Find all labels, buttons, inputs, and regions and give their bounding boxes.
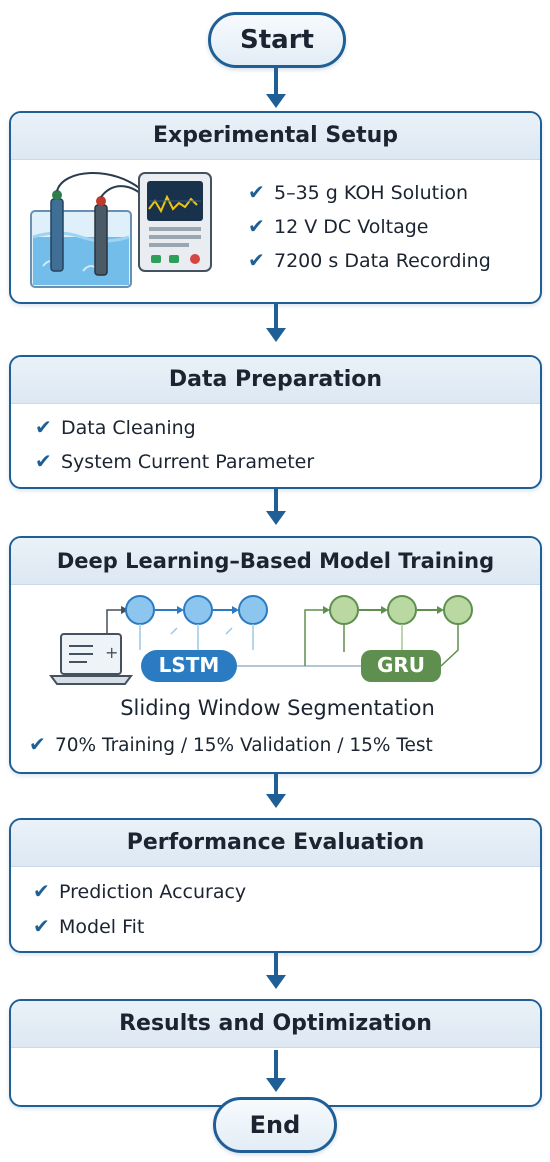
flow-arrowhead-3 [266, 511, 286, 525]
neuron-node-icon [238, 595, 268, 625]
check-icon: ✔ [35, 415, 52, 439]
neuron-node-icon [443, 595, 473, 625]
start-terminal: Start [208, 12, 346, 68]
experimental-setup-box: Experimental Setup [9, 111, 542, 304]
lstm-label: LSTM [159, 653, 220, 677]
flow-arrowhead-4 [266, 794, 286, 808]
end-terminal: End [213, 1097, 337, 1153]
eval-item-fit: ✔Model Fit [33, 914, 145, 938]
model-training-box: Deep Learning–Based Model Training + [9, 536, 542, 774]
setup-item-voltage: ✔12 V DC Voltage [248, 214, 429, 238]
lstm-nodes [125, 595, 268, 650]
experimental-setup-title: Experimental Setup [11, 113, 540, 160]
beaker-icon [30, 210, 132, 288]
flow-arrowhead-2 [266, 328, 286, 342]
flow-arrowhead-5 [266, 975, 286, 989]
data-preparation-title: Data Preparation [11, 357, 540, 404]
eval-item-accuracy: ✔Prediction Accuracy [33, 879, 247, 903]
check-icon: ✔ [29, 732, 46, 756]
model-training-title: Deep Learning–Based Model Training [11, 538, 540, 585]
flow-arrowhead-1 [266, 94, 286, 108]
flow-arrowhead-6 [266, 1078, 286, 1092]
data-preparation-box: Data Preparation ✔Data Cleaning ✔System … [9, 355, 542, 489]
gru-nodes [329, 595, 473, 667]
segmentation-label: Sliding Window Segmentation [120, 696, 435, 720]
svg-text:+: + [105, 643, 118, 662]
prep-item-current: ✔System Current Parameter [35, 449, 315, 473]
check-icon: ✔ [248, 180, 265, 204]
split-item: ✔70% Training / 15% Validation / 15% Tes… [29, 732, 433, 756]
prep-item-cleaning: ✔Data Cleaning [35, 415, 196, 439]
start-label: Start [240, 25, 314, 55]
flow-arrow-2 [274, 304, 278, 330]
electrolysis-setup-illustration [30, 172, 212, 288]
flow-arrow-3 [274, 489, 278, 513]
electrode-icon [50, 172, 149, 276]
check-icon: ✔ [33, 879, 50, 903]
network-diagram: + LSTM [49, 595, 473, 685]
gru-label: GRU [377, 653, 425, 677]
end-label: End [249, 1111, 301, 1139]
setup-item-koh: ✔5–35 g KOH Solution [248, 180, 469, 204]
check-icon: ✔ [248, 248, 265, 272]
flow-arrow-1 [274, 68, 278, 96]
neuron-node-icon [387, 595, 417, 625]
setup-item-recording: ✔7200 s Data Recording [248, 248, 491, 272]
oscilloscope-icon [138, 172, 212, 272]
flow-arrow-6 [274, 1050, 278, 1080]
check-icon: ✔ [248, 214, 265, 238]
laptop-icon: + [49, 633, 133, 685]
check-icon: ✔ [33, 914, 50, 938]
model-training-title-regular: Deep Learning–Based [56, 549, 320, 573]
flow-arrow-4 [274, 774, 278, 796]
flow-arrow-5 [274, 953, 278, 977]
performance-evaluation-title: Performance Evaluation [11, 820, 540, 867]
check-icon: ✔ [35, 449, 52, 473]
neuron-node-icon [125, 595, 155, 625]
results-title: Results and Optimization [11, 1001, 540, 1048]
neuron-node-icon [183, 595, 213, 625]
neuron-node-icon [329, 595, 359, 625]
model-training-title-bold: Model Training [319, 549, 495, 573]
performance-evaluation-box: Performance Evaluation ✔Prediction Accur… [9, 818, 542, 953]
